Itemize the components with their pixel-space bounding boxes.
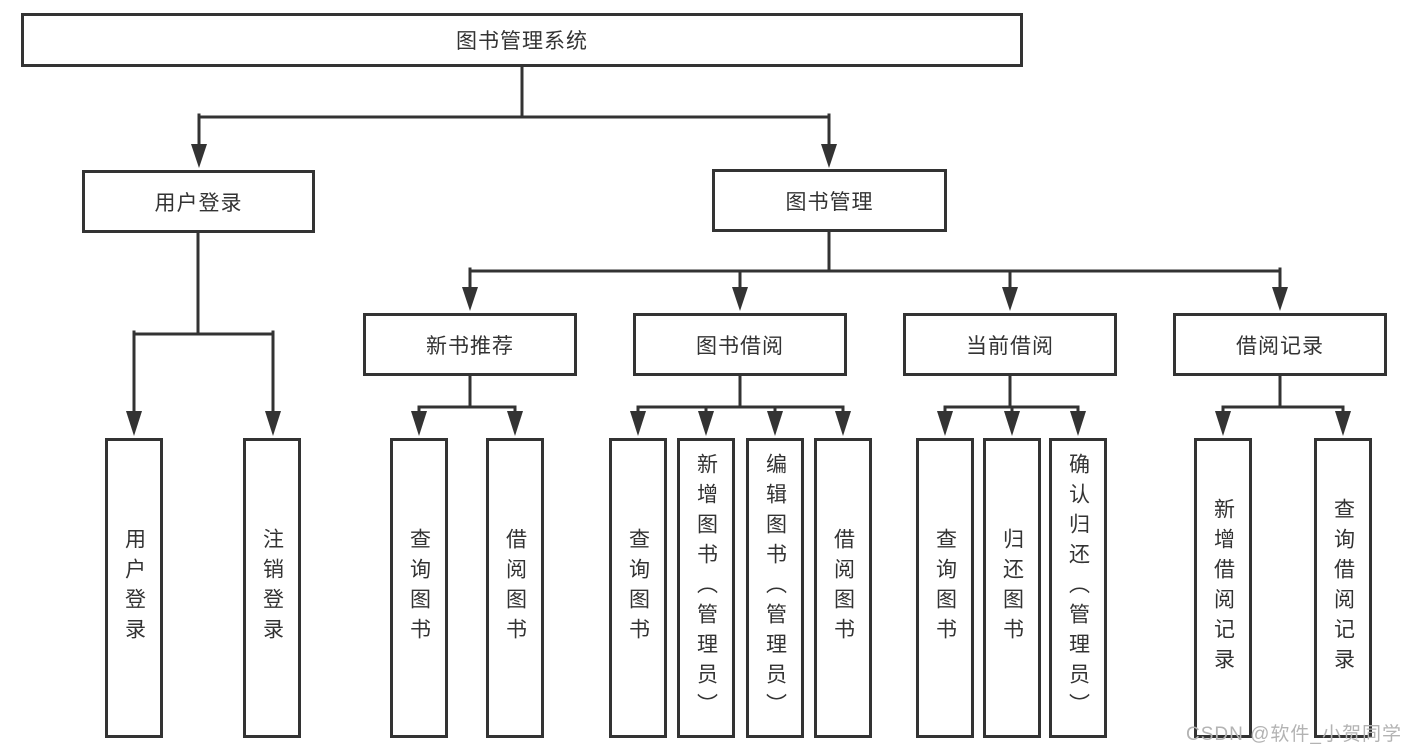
leaf-label: 查询借阅记录 [1331,498,1355,678]
node-label: 图书借阅 [696,334,784,358]
leaf-query-books-current: 查询图书 [916,438,974,738]
leaf-label: 新增图书（管理员） [694,453,718,723]
connector-new-book-children [411,374,523,436]
connector-book-borrow-children [630,374,851,436]
leaf-query-books-recommend: 查询图书 [390,438,448,738]
leaf-label: 查询图书 [933,528,957,648]
node-label: 新书推荐 [426,334,514,358]
leaf-label: 注销登录 [260,528,284,648]
connector-borrow-records-children [1215,374,1351,436]
leaf-label: 归还图书 [1000,528,1024,648]
leaf-edit-book-admin: 编辑图书（管理员） [746,438,804,738]
leaf-borrow-books-recommend: 借阅图书 [486,438,544,738]
watermark: CSDN @软件_小贺同学 [1186,724,1402,745]
node-label: 用户登录 [154,191,243,215]
node-book-management: 图书管理 [712,169,947,232]
leaf-borrow-books-borrow: 借阅图书 [814,438,872,738]
leaf-query-borrow-record: 查询借阅记录 [1314,438,1372,738]
leaf-add-book-admin: 新增图书（管理员） [677,438,735,738]
leaf-label: 借阅图书 [831,528,855,648]
node-label: 借阅记录 [1236,334,1324,358]
leaf-logout: 注销登录 [243,438,301,738]
node-label: 图书管理系统 [456,30,588,53]
node-label: 图书管理 [785,190,874,214]
connector-book-management-children [462,230,1288,311]
leaf-return-books: 归还图书 [983,438,1041,738]
leaf-label: 查询图书 [626,528,650,648]
leaf-confirm-return-admin: 确认归还（管理员） [1049,438,1107,738]
node-borrow-records: 借阅记录 [1173,313,1387,376]
leaf-label: 用户登录 [122,528,146,648]
node-library-management-system: 图书管理系统 [21,13,1023,67]
connector-root-to-level2 [191,65,837,168]
leaf-label: 新增借阅记录 [1211,498,1235,678]
node-new-book-recommend: 新书推荐 [363,313,577,376]
leaf-add-borrow-record: 新增借阅记录 [1194,438,1252,738]
connector-current-borrow-children [937,374,1086,436]
connector-user-login-children [126,231,281,436]
leaf-label: 查询图书 [407,528,431,648]
leaf-label: 编辑图书（管理员） [763,453,787,723]
leaf-label: 确认归还（管理员） [1066,453,1090,723]
node-current-borrow: 当前借阅 [903,313,1117,376]
node-label: 当前借阅 [966,334,1054,358]
node-user-login: 用户登录 [82,170,315,233]
leaf-user-login: 用户登录 [105,438,163,738]
leaf-query-books-borrow: 查询图书 [609,438,667,738]
node-book-borrow: 图书借阅 [633,313,847,376]
leaf-label: 借阅图书 [503,528,527,648]
